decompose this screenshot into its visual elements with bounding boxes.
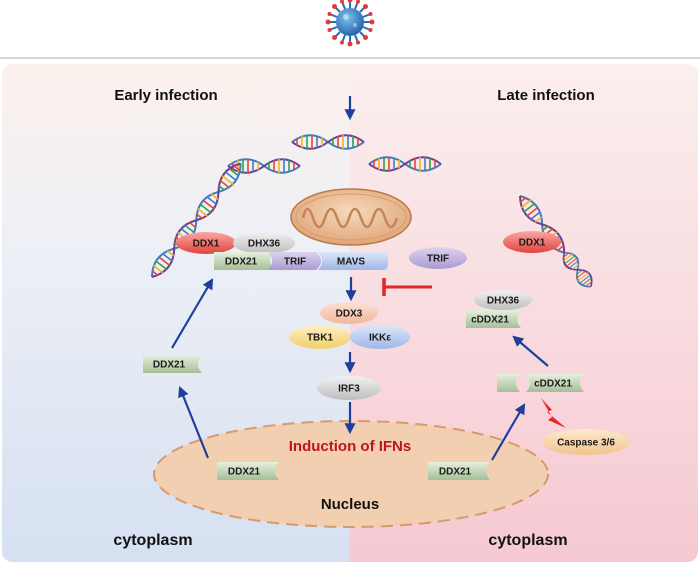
caspase-protein: Caspase 3/6: [542, 429, 630, 455]
irf3-protein: IRF3: [317, 376, 381, 400]
inhibition-bar: [382, 278, 432, 296]
svg-text:DHX36: DHX36: [248, 239, 281, 250]
early-infection-title: Early infection: [114, 87, 217, 104]
svg-text:DHX36: DHX36: [487, 296, 520, 307]
cytoplasm-label-right: cytoplasm: [488, 532, 567, 549]
cleavage-lightning-icon: [541, 398, 566, 428]
dhx36-left-protein: DHX36: [233, 232, 295, 254]
cddx21-bottom-protein: cDDX21: [526, 374, 584, 392]
ddx1-right-protein: DDX1: [503, 231, 561, 253]
mitochondrion-icon: [290, 188, 412, 246]
svg-text:IRF3: IRF3: [338, 384, 360, 395]
tbk1-protein: TBK1: [289, 325, 351, 349]
svg-text:TBK1: TBK1: [307, 333, 334, 344]
svg-text:Caspase 3/6: Caspase 3/6: [557, 438, 615, 449]
induction-of-ifns-label: Induction of IFNs: [289, 438, 411, 455]
late-infection-title: Late infection: [497, 87, 595, 104]
ikke-protein: IKKε: [350, 325, 410, 349]
nucleus-export-arrow-right: [491, 403, 526, 461]
svg-text:DDX21: DDX21: [153, 360, 186, 371]
svg-text:DDX21: DDX21: [225, 257, 258, 268]
svg-text:DDX1: DDX1: [193, 239, 220, 250]
svg-text:DDX3: DDX3: [336, 309, 363, 320]
ddx21-nucleus-right-protein: DDX21: [428, 462, 490, 480]
svg-text:TRIF: TRIF: [284, 257, 306, 268]
svg-text:cDDX21: cDDX21: [534, 379, 572, 390]
cytoplasm-label-left: cytoplasm: [113, 532, 192, 549]
ddx1-left-protein: DDX1: [176, 232, 236, 254]
ddx21-cytoplasm-left-protein: DDX21: [143, 355, 202, 373]
cleaved-fragment: [497, 374, 520, 392]
ddx3-protein: DDX3: [320, 302, 378, 324]
cddx21-to-complex-arrow: [512, 335, 549, 367]
svg-text:MAVS: MAVS: [337, 257, 365, 268]
trif-left-protein: TRIF: [268, 252, 321, 270]
svg-text:cDDX21: cDDX21: [471, 315, 509, 326]
cddx21-top-protein: cDDX21: [466, 310, 521, 328]
svg-text:IKKε: IKKε: [369, 333, 391, 344]
svg-text:DDX1: DDX1: [519, 238, 546, 249]
ddx21-to-complex-arrow: [171, 278, 214, 349]
ddx21-nucleus-left-protein: DDX21: [217, 462, 279, 480]
mavs-protein: MAVS: [318, 252, 388, 270]
svg-text:DDX21: DDX21: [228, 467, 261, 478]
trif-right-protein: TRIF: [409, 247, 467, 269]
virus-icon: [325, 0, 375, 47]
dhx36-right-protein: DHX36: [474, 290, 532, 310]
svg-text:DDX21: DDX21: [439, 467, 472, 478]
ddx21-left-protein: DDX21: [214, 252, 274, 270]
nucleus-export-arrow-left: [178, 385, 210, 459]
nucleus-label: Nucleus: [321, 496, 379, 513]
svg-text:TRIF: TRIF: [427, 254, 449, 265]
